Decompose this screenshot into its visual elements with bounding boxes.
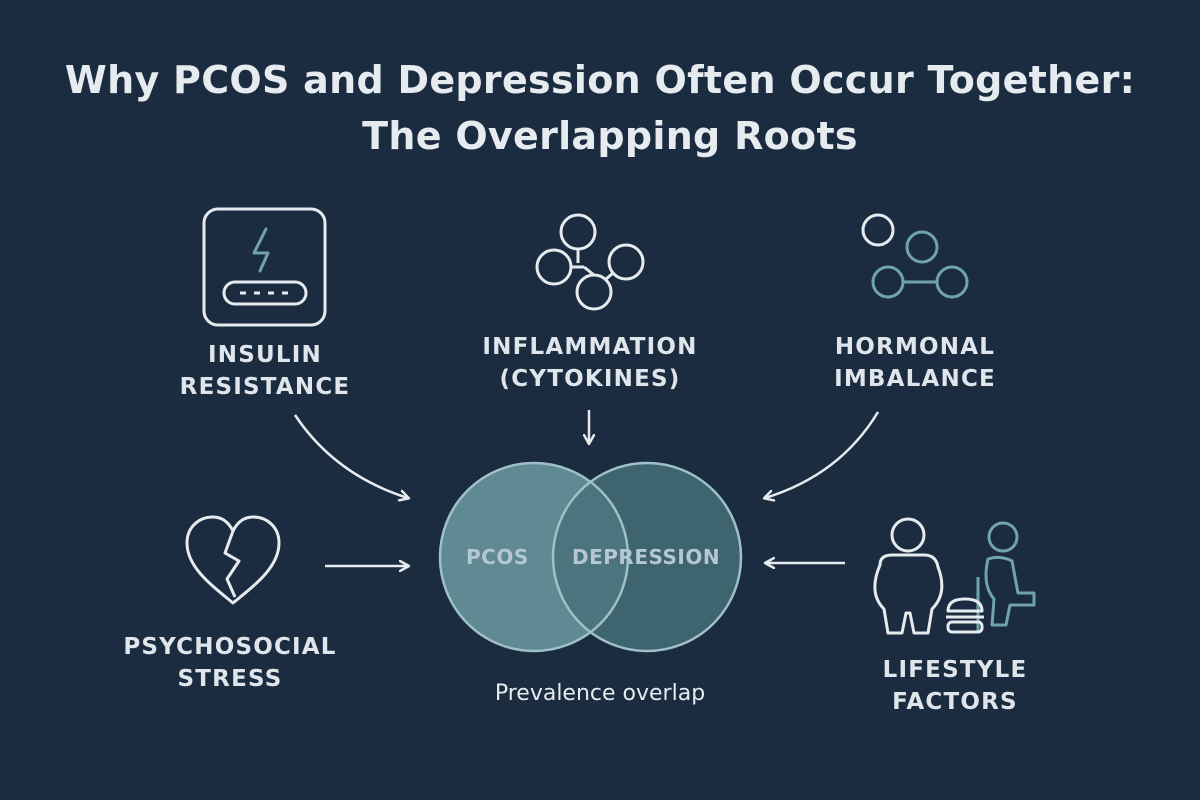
label-insulin-line2: RESISTANCE bbox=[179, 374, 351, 400]
title-line-2: The Overlapping Roots bbox=[362, 114, 858, 158]
label-lifestyle-line2: FACTORS bbox=[892, 689, 1018, 715]
venn-diagram bbox=[438, 461, 743, 653]
label-inflammation-line2: (CYTOKINES) bbox=[499, 366, 681, 392]
venn-label-pcos: PCOS bbox=[466, 545, 529, 569]
venn-label-depression: DEPRESSION bbox=[572, 545, 721, 569]
arrow-hormonal-to-venn bbox=[765, 411, 880, 498]
label-inflammation-line1: INFLAMMATION bbox=[482, 334, 698, 360]
arrow-insulin-to-venn bbox=[293, 414, 408, 498]
lightning-device-icon bbox=[202, 207, 328, 329]
label-stress-line2: STRESS bbox=[177, 666, 283, 692]
title-line-1: Why PCOS and Depression Often Occur Toge… bbox=[64, 58, 1136, 102]
label-lifestyle-line1: LIFESTYLE bbox=[882, 657, 1028, 683]
molecule-network-icon bbox=[532, 210, 648, 311]
label-hormonal-line1: HORMONAL bbox=[834, 334, 996, 360]
label-insulin-line1: INSULIN bbox=[208, 342, 322, 368]
venn-overlap bbox=[553, 463, 628, 651]
label-hormonal-line2: IMBALANCE bbox=[834, 366, 996, 392]
venn-caption: Prevalence overlap bbox=[494, 681, 706, 706]
broken-heart-icon bbox=[183, 515, 283, 607]
hormone-molecule-icon bbox=[860, 212, 976, 306]
label-stress-line1: PSYCHOSOCIAL bbox=[123, 634, 337, 660]
people-burger-icon bbox=[868, 515, 1038, 640]
